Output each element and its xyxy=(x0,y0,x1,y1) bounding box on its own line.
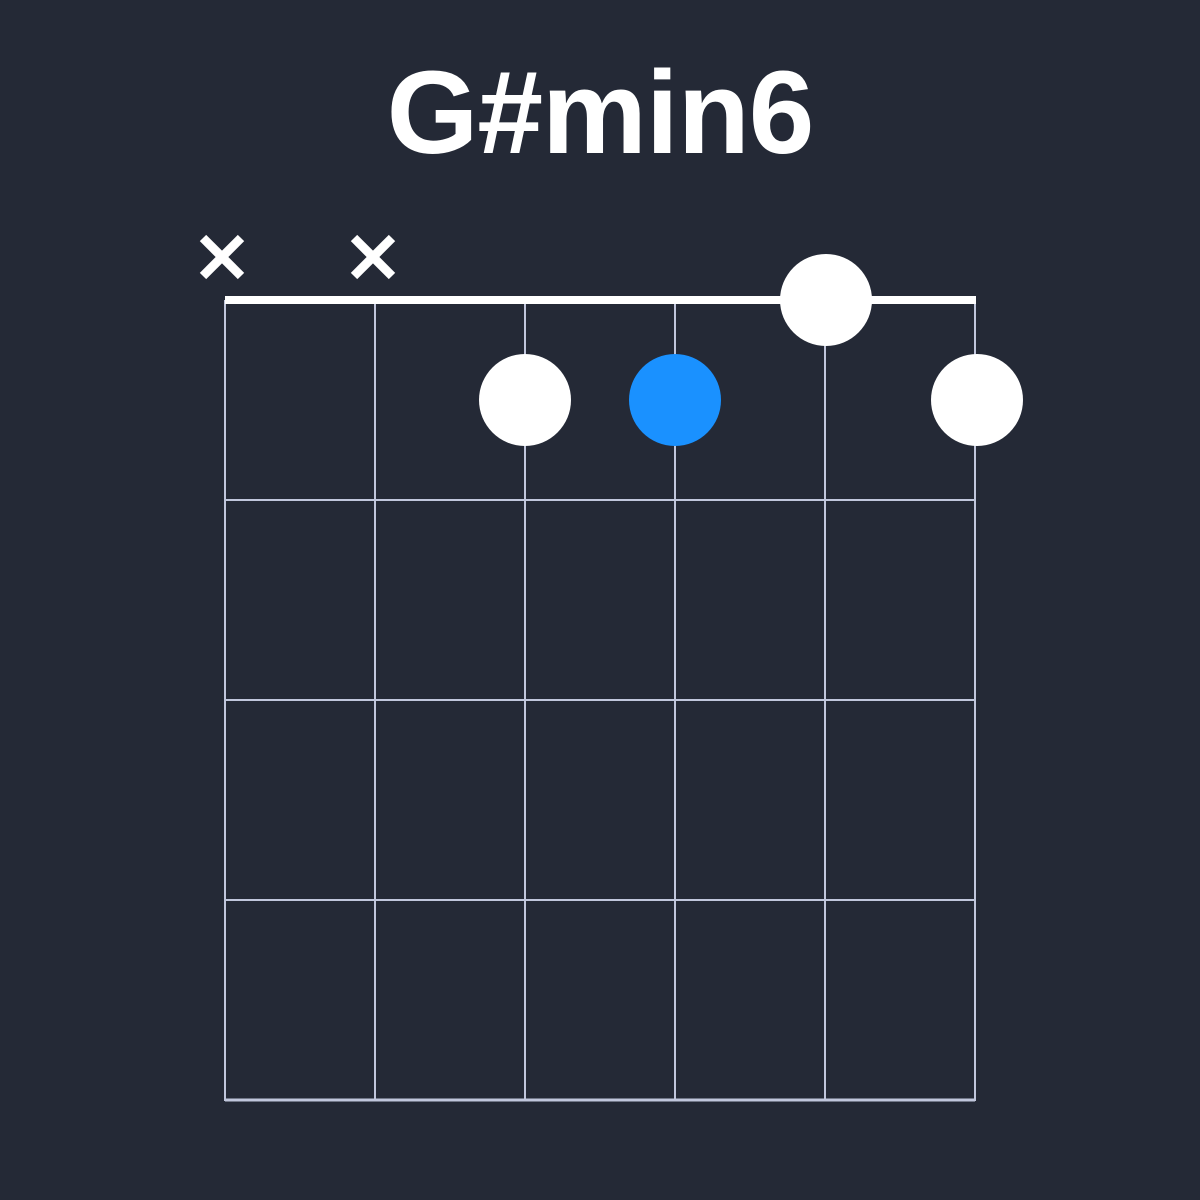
mute-icon xyxy=(350,234,396,280)
finger-dot-string-6 xyxy=(931,354,1023,446)
finger-dot-string-3 xyxy=(479,354,571,446)
chord-title: G#min6 xyxy=(386,47,815,179)
mute-icon xyxy=(199,234,245,280)
nut xyxy=(225,296,976,304)
fretboard-grid xyxy=(224,300,976,1102)
finger-dot-string-5 xyxy=(780,254,872,346)
root-dot-string-4 xyxy=(629,354,721,446)
